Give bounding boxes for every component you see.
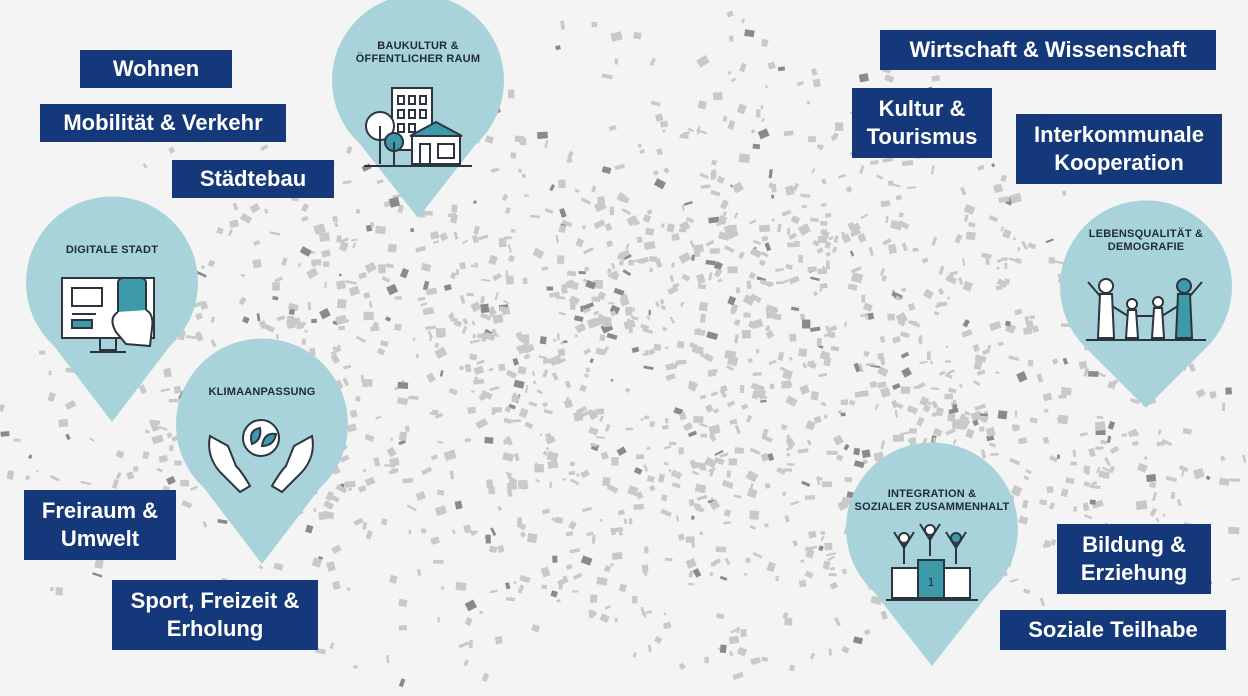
pin-title: BAUKULTUR & ÖFFENTLICHER RAUM bbox=[355, 40, 481, 65]
pin-integration-zusammenhalt[interactable]: INTEGRATION & SOZIALER ZUSAMMENHALT 1 bbox=[846, 442, 1018, 670]
pin-title: LEBENSQUALITÄT & DEMOGRAFIE bbox=[1088, 228, 1204, 253]
podium-people-icon: 1 bbox=[886, 523, 978, 601]
label-wohnen[interactable]: Wohnen bbox=[80, 50, 232, 88]
pin-baukultur[interactable]: BAUKULTUR & ÖFFENTLICHER RAUM bbox=[332, 0, 504, 222]
label-staedtebau[interactable]: Städtebau bbox=[172, 160, 334, 198]
pin-shape bbox=[1060, 200, 1232, 408]
pin-lebensqualitaet-demografie[interactable]: LEBENSQUALITÄT & DEMOGRAFIE bbox=[1060, 200, 1232, 412]
label-mobilitaet-verkehr[interactable]: Mobilität & Verkehr bbox=[40, 104, 286, 142]
hands-leaves-icon bbox=[208, 419, 314, 494]
label-soziale-teilhabe[interactable]: Soziale Teilhabe bbox=[1000, 610, 1226, 650]
pin-title: DIGITALE STADT bbox=[65, 244, 159, 256]
podium-number: 1 bbox=[928, 575, 935, 589]
map-buildings bbox=[0, 10, 1247, 688]
buildings-trees-icon bbox=[364, 87, 472, 167]
label-kultur-tourismus[interactable]: Kultur & Tourismus bbox=[852, 88, 992, 158]
pin-shape bbox=[846, 442, 1018, 666]
label-interkommunale-kooperation[interactable]: Interkommunale Kooperation bbox=[1016, 114, 1222, 184]
label-wirtschaft-wissenschaft[interactable]: Wirtschaft & Wissenschaft bbox=[880, 30, 1216, 70]
label-freiraum-umwelt[interactable]: Freiraum & Umwelt bbox=[24, 490, 176, 560]
monitor-smartphone-icon bbox=[61, 277, 155, 353]
label-bildung-erziehung[interactable]: Bildung & Erziehung bbox=[1057, 524, 1211, 594]
pin-digitale-stadt[interactable]: DIGITALE STADT bbox=[25, 196, 199, 424]
pin-title: KLIMAANPASSUNG bbox=[208, 386, 316, 398]
family-icon bbox=[1086, 278, 1206, 341]
label-sport-freizeit-erholung[interactable]: Sport, Freizeit & Erholung bbox=[112, 580, 318, 650]
pin-title: INTEGRATION & SOZIALER ZUSAMMENHALT bbox=[854, 488, 1010, 513]
pin-klimaanpassung[interactable]: KLIMAANPASSUNG bbox=[176, 338, 348, 566]
